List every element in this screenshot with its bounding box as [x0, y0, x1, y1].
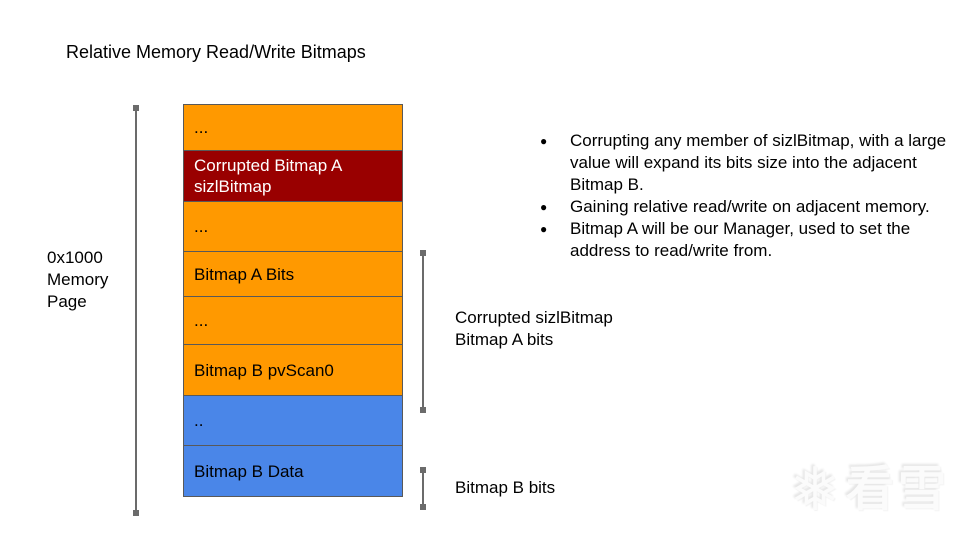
memory-row-ellipsis-4: ..	[184, 396, 402, 446]
memory-page-bracket-line	[132, 105, 139, 516]
memory-row-corrupted-sizlbitmap: Corrupted Bitmap A sizlBitmap	[184, 151, 402, 202]
snowflake-icon: ❅	[789, 456, 840, 523]
memory-row-label: ...	[194, 217, 209, 236]
memory-row-label: ...	[194, 311, 209, 330]
memory-row-label: Corrupted Bitmap A sizlBitmap	[194, 156, 342, 196]
memory-row-label: ..	[194, 411, 204, 430]
slide-title: Relative Memory Read/Write Bitmaps	[66, 42, 366, 62]
bullet-item-text: Gaining relative read/write on adjacent …	[570, 197, 930, 216]
bullet-item-1: ● Corrupting any member of sizlBitmap, w…	[540, 130, 955, 196]
bullet-item-2: ● Gaining relative read/write on adjacen…	[540, 196, 955, 218]
bitmap-b-bracket-line	[419, 467, 426, 510]
bitmap-b-annotation: Bitmap B bits	[455, 478, 556, 497]
bullet-item-text: Bitmap A will be our Manager, used to se…	[570, 219, 911, 260]
line-end-cap	[419, 467, 426, 473]
bullet-list: ● Corrupting any member of sizlBitmap, w…	[540, 130, 952, 262]
memory-row-label: Bitmap B pvScan0	[194, 360, 334, 380]
watermark: ❅ 看雪	[790, 460, 950, 520]
memory-row-label: Bitmap A Bits	[194, 264, 295, 284]
memory-row-ellipsis-1: ...	[184, 105, 402, 151]
line-end-cap	[419, 250, 426, 256]
bitmap-a-annotation: Corrupted sizlBitmap Bitmap A bits	[455, 307, 613, 351]
bullet-marker: ●	[540, 200, 548, 214]
line-end-cap	[132, 510, 139, 516]
memory-row-bitmap-b-data: Bitmap B Data	[184, 446, 402, 496]
memory-stack: ... Corrupted Bitmap A sizlBitmap ... Bi…	[183, 104, 403, 497]
line-end-cap	[419, 504, 426, 510]
line-end-cap	[132, 105, 139, 111]
bullet-item-3: ● Bitmap A will be our Manager, used to …	[540, 218, 955, 262]
memory-row-ellipsis-2: ...	[184, 202, 402, 252]
memory-page-label: 0x1000 Memory Page	[47, 247, 108, 313]
watermark-text: 看雪	[845, 463, 950, 516]
memory-page-label-line1: 0x1000	[47, 248, 103, 267]
bullet-item-text: Corrupting any member of sizlBitmap, wit…	[570, 131, 947, 194]
memory-row-bitmap-b-pvscan0: Bitmap B pvScan0	[184, 345, 402, 396]
memory-row-bitmap-a-bits: Bitmap A Bits	[184, 252, 402, 297]
bitmap-a-bracket-line	[419, 250, 426, 413]
memory-page-label-line2: Memory	[47, 270, 109, 289]
memory-row-label: Bitmap B Data	[194, 461, 304, 481]
line-end-cap	[419, 407, 426, 413]
memory-row-label: ...	[194, 118, 209, 137]
bullet-marker: ●	[540, 222, 548, 236]
memory-page-label-line3: Page	[47, 292, 87, 311]
memory-row-ellipsis-3: ...	[184, 297, 402, 345]
bullet-marker: ●	[540, 134, 548, 148]
bitmap-a-annotation-line1: Corrupted sizlBitmap	[455, 308, 613, 327]
bitmap-a-annotation-line2: Bitmap A bits	[455, 330, 554, 349]
